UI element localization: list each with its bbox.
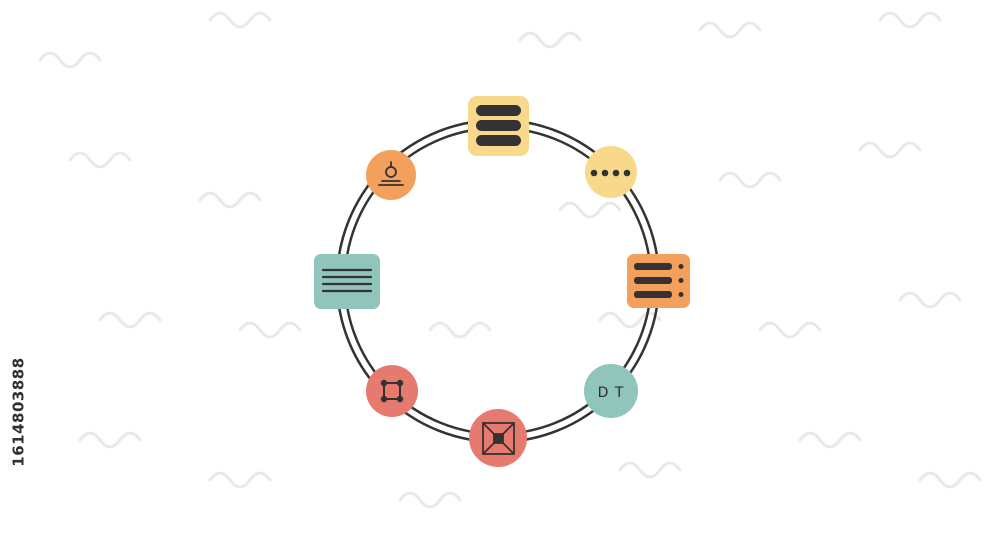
node-bottom-right-shape [584, 364, 638, 418]
node-top-right-shape [585, 146, 637, 198]
image-id-watermark: 1614803888 [8, 296, 30, 528]
node-top-right [585, 146, 637, 198]
dots-icon [590, 169, 631, 177]
server-list-icon [634, 263, 684, 298]
image-id-text: 1614803888 [10, 357, 28, 467]
node-top [468, 96, 529, 156]
text-icon: D T [598, 385, 625, 401]
stacked-bars-icon [476, 105, 521, 146]
node-top-left [366, 150, 416, 200]
node-right [627, 254, 690, 308]
node-bottom [469, 409, 527, 467]
node-top-left-shape [366, 150, 416, 200]
node-left-shape [314, 254, 380, 309]
person-icon [378, 161, 404, 186]
watermark-pattern [38, 11, 982, 509]
node-square-icon [380, 379, 404, 403]
lines-icon [321, 268, 373, 293]
node-bottom-left [366, 365, 418, 417]
node-left [314, 254, 380, 309]
crossed-box-icon [482, 422, 515, 455]
node-bottom-left-shape [366, 365, 418, 417]
node-bottom-right: D T [584, 364, 638, 418]
